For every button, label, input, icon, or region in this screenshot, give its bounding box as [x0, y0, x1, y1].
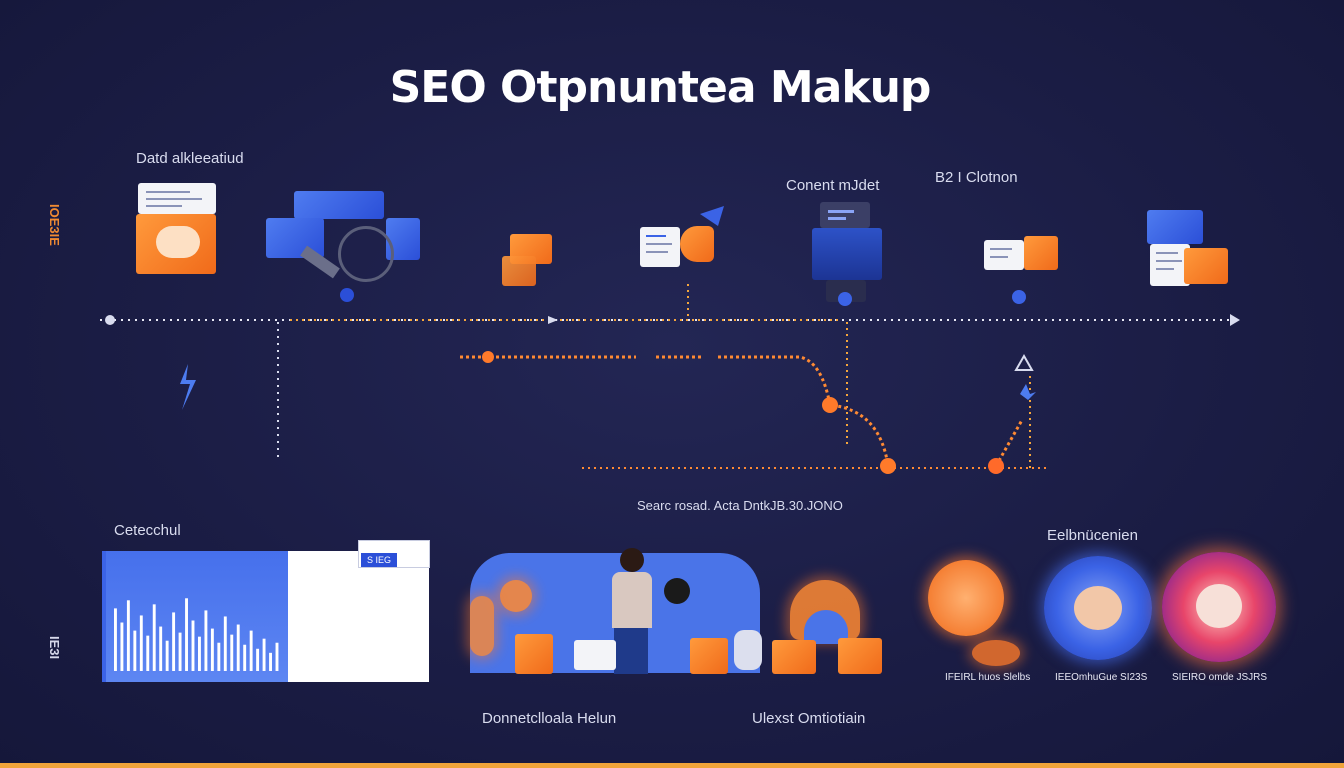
chart-axis — [102, 551, 106, 682]
stack-doc-icon — [1150, 244, 1190, 286]
chart-bar — [185, 598, 188, 671]
content-robot-icon — [812, 228, 882, 280]
lightning-icon — [180, 364, 196, 410]
chart-bar — [262, 638, 266, 671]
chart-bar — [275, 642, 279, 671]
experience-blob — [972, 640, 1020, 666]
label-experience: Eelbnücenien — [1047, 527, 1138, 544]
chart-bar — [198, 636, 201, 671]
document-icon — [138, 183, 216, 214]
chart-tag-box: S IEG — [358, 540, 430, 568]
team-card-2 — [690, 638, 728, 674]
bottom-accent-bar — [0, 763, 1344, 768]
star-icon — [1020, 384, 1036, 400]
flow-path — [460, 355, 890, 467]
team-monitor — [574, 640, 616, 670]
gear-icon — [338, 226, 394, 282]
chart-bar — [236, 624, 240, 671]
chart-bar — [256, 648, 260, 671]
chart-bar — [120, 622, 124, 671]
chart-bar — [133, 630, 137, 671]
cluster-card-2 — [838, 638, 882, 674]
person-1-legs — [614, 628, 648, 674]
report-icon — [640, 227, 680, 267]
person-2-head — [664, 578, 690, 604]
chart-panel — [104, 551, 429, 682]
chart-bar — [217, 642, 221, 671]
chart-bar — [191, 620, 195, 671]
label-chart: Cetecchul — [114, 522, 181, 539]
chart-bar — [159, 626, 163, 671]
team-card-1 — [515, 634, 553, 674]
cluster-card-1 — [772, 640, 816, 674]
chart-bar — [243, 644, 247, 671]
b2-card-icon — [1024, 236, 1058, 270]
chart-bar — [210, 628, 214, 671]
flow-node-4 — [988, 458, 1004, 474]
arrow-icon — [700, 206, 724, 226]
label-bottom-mid: Ulexst Omtiotiain — [752, 710, 866, 727]
chart-bar — [204, 610, 208, 671]
person-1-body — [612, 572, 652, 628]
timeline-arrow-1 — [548, 316, 558, 324]
caption-3: SIEIRO omde JSJRS — [1172, 672, 1268, 683]
experience-circle-1 — [928, 560, 1004, 636]
team-chair — [734, 630, 762, 670]
timeline-start-dot — [105, 315, 115, 325]
chart-bar — [172, 612, 176, 671]
stack-top-icon — [1147, 210, 1203, 244]
experience-circle-2 — [1044, 556, 1152, 660]
chart-bar — [165, 640, 169, 671]
content-card-2 — [502, 256, 536, 286]
pin-icon — [340, 288, 354, 302]
label-bottom-left: Donnetclloala Helun — [482, 710, 617, 727]
monitor-icon — [820, 202, 870, 228]
timeline-arrow-end — [1230, 314, 1240, 326]
chart-bar — [152, 604, 156, 671]
stack-orange-icon — [1184, 248, 1228, 284]
chart-bar — [114, 608, 117, 671]
label-data-collection: Datd alkleeatiud — [136, 150, 244, 167]
person-1-head — [620, 548, 644, 572]
chart-bar — [249, 630, 253, 671]
label-b2: B2 I Clotnon — [935, 169, 1018, 186]
up-arrow-icon — [1014, 353, 1034, 371]
chart-pie-icon — [680, 226, 714, 262]
diagram-title: SEO Otpnuntea Makup — [389, 62, 932, 113]
flow-node-2 — [822, 397, 838, 413]
label-content: Conent mJdet — [786, 177, 880, 194]
chart-bar — [178, 632, 182, 671]
robot-base — [826, 280, 866, 302]
experience-circle-3 — [1162, 552, 1276, 662]
chart-tag: S IEG — [361, 553, 398, 567]
chart-bar — [126, 600, 130, 671]
robot-pin-icon — [838, 292, 852, 306]
chart-bar — [139, 615, 143, 671]
device-top — [294, 191, 384, 219]
b2-pin-icon — [1012, 290, 1026, 304]
flow-rise — [994, 419, 1024, 467]
flow-node-1 — [482, 351, 494, 363]
chart-bar — [223, 616, 227, 671]
chart-svg — [114, 598, 279, 671]
label-search: Searc rosad. Acta DntkJB.30.JONO — [637, 498, 843, 513]
hand-icon — [156, 226, 200, 258]
chart-bar — [230, 634, 234, 671]
flow-node-3 — [880, 458, 896, 474]
chart-bar — [269, 652, 272, 671]
caption-2: IEEOmhuGue SI23S — [1055, 672, 1148, 683]
chart-bar — [146, 635, 150, 671]
orange-blob — [500, 580, 532, 612]
orange-blob-2 — [470, 596, 494, 656]
caption-1: IFEIRL huos Slelbs — [945, 672, 1031, 683]
b2-document-icon — [984, 240, 1024, 270]
